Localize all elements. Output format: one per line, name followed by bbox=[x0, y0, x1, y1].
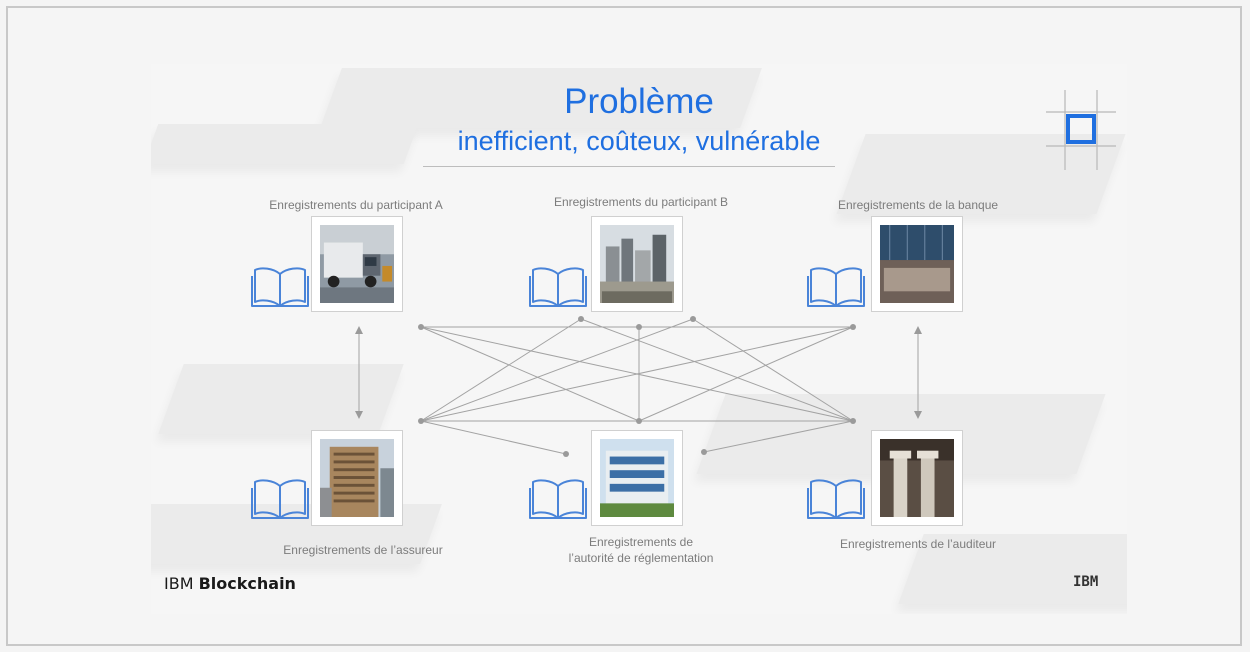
bank-photo bbox=[871, 216, 963, 312]
open-book-icon bbox=[251, 479, 309, 519]
focus-square-icon bbox=[1046, 90, 1116, 170]
glass-building-photo bbox=[591, 430, 683, 526]
participant-b-label: Enregistrements du participant B bbox=[553, 195, 729, 209]
brand-name: Blockchain bbox=[198, 574, 296, 593]
regulator-label: Enregistrements de l’autorité de régleme… bbox=[526, 534, 756, 566]
auditor-label: Enregistrements de l’auditeur bbox=[839, 537, 997, 551]
title-divider bbox=[423, 166, 835, 167]
office-tower-photo bbox=[311, 430, 403, 526]
ibm-logo: IBM bbox=[1073, 574, 1099, 590]
participant-a-label: Enregistrements du participant A bbox=[269, 198, 443, 212]
ibm-blockchain-brand: IBM Blockchain bbox=[164, 574, 296, 593]
regulator-label-line1: Enregistrements de bbox=[588, 535, 694, 549]
open-book-icon bbox=[807, 479, 865, 519]
regulator-label-line2: l’autorité de réglementation bbox=[568, 551, 714, 565]
slide: Problème inefficient, coûteux, vulnérabl… bbox=[151, 64, 1127, 614]
open-book-icon bbox=[529, 267, 587, 307]
open-book-icon bbox=[807, 267, 865, 307]
insurer-label: Enregistrements de l’assureur bbox=[283, 543, 443, 557]
open-book-icon bbox=[529, 479, 587, 519]
open-book-icon bbox=[251, 267, 309, 307]
slide-subtitle: inefficient, coûteux, vulnérable bbox=[457, 126, 821, 156]
slide-frame: Problème inefficient, coûteux, vulnérabl… bbox=[6, 6, 1242, 646]
columns-photo bbox=[871, 430, 963, 526]
truck-photo bbox=[311, 216, 403, 312]
bank-label: Enregistrements de la banque bbox=[837, 198, 999, 212]
skyline-photo bbox=[591, 216, 683, 312]
brand-prefix: IBM bbox=[164, 574, 194, 593]
slide-title: Problème bbox=[564, 82, 714, 121]
network-connections bbox=[355, 316, 922, 457]
